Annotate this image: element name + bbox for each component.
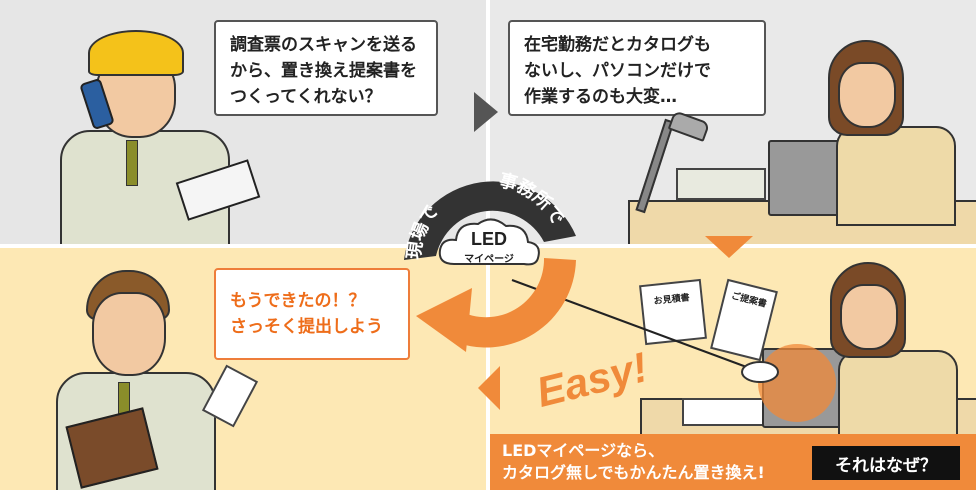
worker-tie <box>126 140 138 186</box>
cloud-icon <box>438 218 540 266</box>
arrow-right-icon <box>474 92 498 132</box>
panel-site-worker-surprised: もうできたの！？ さっそく提出しよう <box>0 248 486 490</box>
speech-bubble-struggle: 在宅勤務だとカタログも ないし、パソコンだけで 作業するのも大変… <box>508 20 766 116</box>
hard-hat-icon <box>88 30 184 76</box>
laptop-highlight <box>758 344 836 422</box>
worker-surprised-illustration <box>56 266 259 490</box>
why-button[interactable]: それはなぜ？ <box>812 446 960 480</box>
cycle-ring: 現場で 事務所で <box>404 169 576 352</box>
woman-face <box>840 284 898 350</box>
worker-illustration <box>60 20 261 244</box>
cloud-subtitle: マイページ <box>464 254 514 265</box>
ring-dark-segment <box>404 181 576 260</box>
speech-bubble-surprised: もうできたの！？ さっそく提出しよう <box>214 268 410 360</box>
panel-home-office-struggle: 在宅勤務だとカタログも ないし、パソコンだけで 作業するのも大変… <box>490 0 976 244</box>
woman-worried-illustration <box>816 30 966 226</box>
ring-orange-segment <box>450 258 576 348</box>
speech-bubble-request: 調査票のスキャンを送る から、置き換え提案書を つくってくれない？ <box>214 20 438 116</box>
cloud-title: LED <box>471 229 507 249</box>
ring-orange-arrowhead <box>416 288 472 352</box>
arrow-down-icon <box>705 236 753 258</box>
woman-face <box>838 62 896 128</box>
woman-vest <box>836 126 956 226</box>
bottom-banner: LEDマイページなら、 カタログ無しでもかんたん置き換え! それはなぜ？ <box>490 434 976 490</box>
panel-site-worker-request: 調査票のスキャンを送る から、置き換え提案書を つくってくれない？ <box>0 0 486 244</box>
small-cloud-icon <box>741 361 779 383</box>
worker-face <box>92 292 166 376</box>
printed-paper-icon <box>682 398 764 426</box>
arrow-left-icon <box>478 366 500 410</box>
banner-text: LEDマイページなら、 カタログ無しでもかんたん置き換え! <box>502 441 765 482</box>
woman-smiling-illustration <box>820 254 970 450</box>
open-book-icon <box>676 168 766 200</box>
